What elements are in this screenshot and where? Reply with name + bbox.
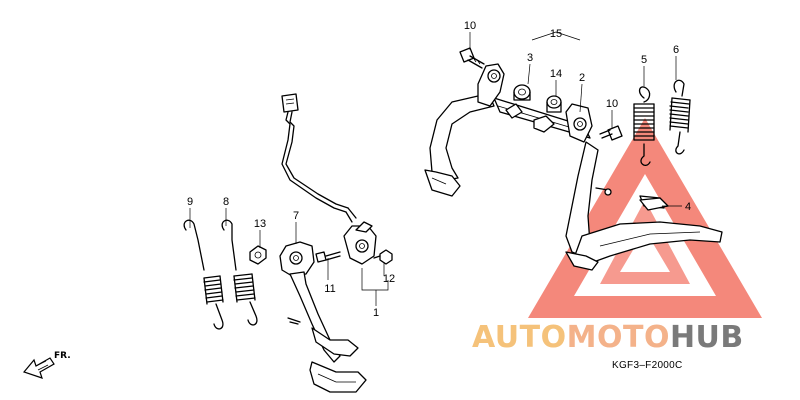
collar-3 (513, 84, 531, 101)
watermark-moto: MOTO (567, 320, 670, 355)
callout-4: 4 (685, 201, 691, 213)
spring-5 (633, 86, 655, 166)
side-stand-7 (279, 241, 367, 393)
collar-14 (546, 95, 562, 113)
callout-numbers: 10 15 3 14 2 5 6 10 4 9 8 13 7 11 12 1 (187, 20, 691, 319)
callout-1: 1 (373, 307, 379, 319)
bolt-10-upper (459, 47, 485, 69)
diagram-code: KGF3–F2000C (612, 360, 683, 371)
spring-8 (221, 219, 258, 326)
callout-8: 8 (223, 196, 229, 208)
callout-12: 12 (383, 273, 395, 285)
callout-11: 11 (324, 283, 335, 295)
leader-lines (189, 31, 682, 306)
callout-7: 7 (293, 210, 299, 222)
callout-3: 3 (527, 52, 533, 64)
watermark-text: AUTOMOTOHUB (472, 320, 744, 355)
bolt-10-right (599, 125, 623, 141)
svg-text:AUTOMOTOHUB: AUTOMOTOHUB (472, 320, 744, 355)
callout-10-upper: 10 (464, 20, 476, 32)
nut-13 (249, 245, 267, 265)
front-direction-arrow: FR. (22, 351, 71, 379)
callout-15: 15 (550, 28, 562, 40)
front-label: FR. (54, 351, 71, 361)
side-stand-switch-cable (281, 93, 357, 223)
watermark-auto: AUTO (472, 320, 567, 355)
callout-10-right: 10 (606, 98, 618, 110)
callout-6: 6 (673, 44, 679, 56)
watermark-triangle-logo (528, 118, 762, 318)
callout-2: 2 (579, 72, 585, 84)
callout-5: 5 (641, 54, 647, 66)
spring-6 (669, 79, 691, 155)
callout-13: 13 (254, 218, 266, 230)
spring-9 (183, 219, 224, 330)
main-stand (424, 63, 723, 271)
callout-9: 9 (187, 196, 193, 208)
callout-14: 14 (550, 68, 562, 80)
bolt-12 (373, 249, 393, 265)
side-stand-switch (343, 221, 377, 265)
watermark-hub: HUB (670, 320, 744, 355)
